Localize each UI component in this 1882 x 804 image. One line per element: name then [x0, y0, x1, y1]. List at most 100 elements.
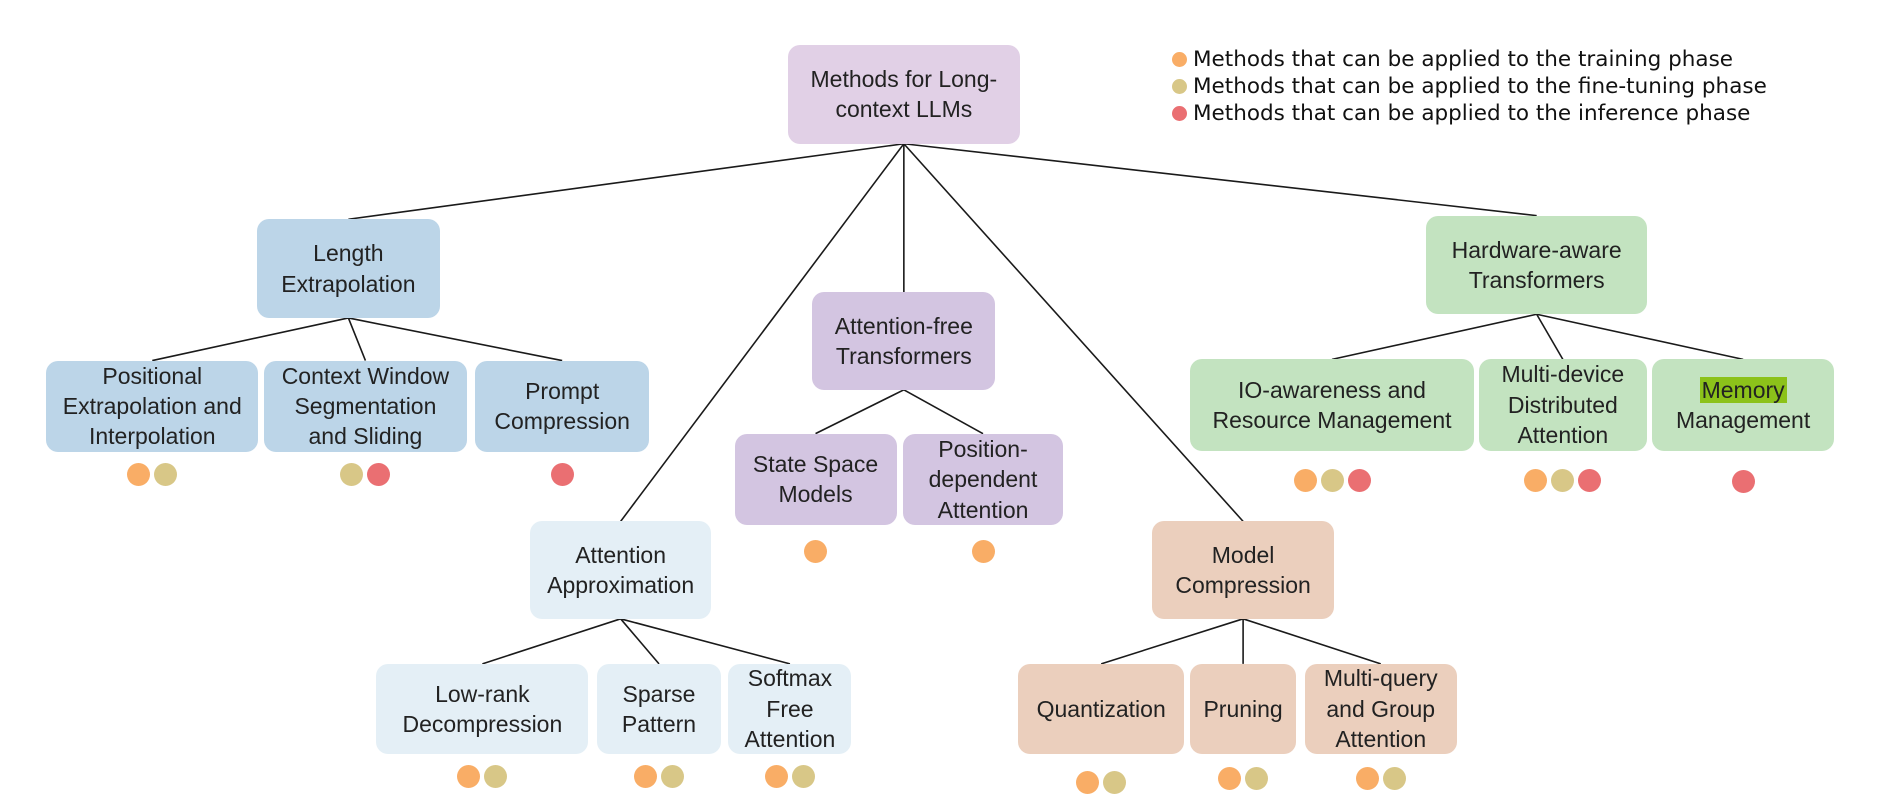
node-quantization-label: Quantization	[1036, 695, 1166, 722]
node-attention-approximation-label: Attention Approximation	[547, 541, 695, 599]
node-hardware-aware-label: Hardware-aware Transformers	[1451, 236, 1622, 293]
node-multi-device-label: Multi-device Distributed Attention	[1501, 361, 1625, 449]
legend-dot-inference	[1172, 106, 1187, 121]
node-model-compression: Model Compression	[1152, 521, 1334, 619]
edge-model-compression-to-multi-query	[1242, 618, 1381, 665]
phase-dots-memory-management	[1731, 470, 1755, 494]
legend-item-training: Methods that can be applied to the train…	[1172, 46, 1767, 73]
phase-dot-inference	[367, 462, 391, 486]
phase-dot-training	[457, 764, 481, 788]
phase-dots-io-awareness	[1293, 468, 1371, 493]
node-hardware-aware: Hardware-aware Transformers	[1426, 215, 1647, 315]
node-multi-query-label: Multi-query and Group Attention	[1323, 665, 1438, 753]
node-context-window-label: Context Window Segmentation and Sliding	[281, 362, 450, 450]
phase-dot-fine-tuning	[1551, 468, 1575, 492]
legend-label-fine-tuning: Methods that can be applied to the fine-…	[1193, 74, 1767, 99]
phase-dot-fine-tuning	[1320, 468, 1344, 492]
phase-dot-training	[634, 764, 657, 788]
node-length-extrapolation-label: Length Extrapolation	[281, 240, 416, 297]
node-prompt-compression: Prompt Compression	[475, 360, 650, 452]
phase-dot-fine-tuning	[661, 764, 684, 788]
memory-highlight-text: Memory	[1699, 376, 1787, 403]
edge-attention-free-to-position-dependent	[903, 389, 984, 435]
phase-dot-fine-tuning	[340, 462, 364, 486]
node-root-label: Methods for Long- context LLMs	[810, 66, 998, 123]
phase-dots-sparse	[634, 764, 684, 789]
edge-attention-free-to-ssm	[815, 389, 905, 435]
legend-label-training: Methods that can be applied to the train…	[1193, 47, 1733, 72]
phase-dot-training	[1076, 771, 1100, 795]
node-sparse-pattern-label: Sparse Pattern	[621, 680, 697, 737]
phase-dot-training	[971, 539, 995, 563]
phase-dots-ssm	[804, 539, 828, 564]
phase-dots-low-rank	[457, 764, 508, 789]
node-context-window: Context Window Segmentation and Sliding	[264, 360, 467, 452]
node-quantization: Quantization	[1018, 663, 1184, 755]
phase-dot-fine-tuning	[1382, 767, 1406, 791]
phase-dot-fine-tuning	[1103, 771, 1127, 795]
node-state-space-models-label: State Space Models	[752, 450, 879, 508]
phase-dot-fine-tuning	[1245, 767, 1269, 791]
legend-dot-training	[1172, 52, 1187, 67]
edge-length-extrapolation-to-context-window	[347, 317, 367, 361]
edge-root-to-attention-approx	[619, 143, 905, 522]
phase-dots-position-dependent	[971, 539, 995, 564]
phase-dot-inference	[1347, 468, 1371, 492]
phase-dot-inference	[1731, 470, 1755, 494]
node-io-awareness-label: IO-awareness and Resource Management	[1212, 376, 1452, 434]
phase-dots-softmax-free	[764, 764, 815, 789]
memory-rest-text: Management	[1675, 407, 1811, 434]
phase-dots-multi-query	[1355, 767, 1406, 791]
edge-attention-approx-to-low-rank	[482, 618, 621, 665]
node-pruning: Pruning	[1190, 663, 1297, 755]
edge-hardware-aware-to-multi-device	[1535, 313, 1564, 360]
node-length-extrapolation: Length Extrapolation	[257, 219, 440, 318]
node-positional-extrapolation-label: Positional Extrapolation and Interpolati…	[62, 362, 242, 450]
node-low-rank: Low-rank Decompression	[376, 663, 589, 755]
node-positional-extrapolation: Positional Extrapolation and Interpolati…	[46, 360, 259, 452]
node-pruning-label: Pruning	[1203, 695, 1283, 722]
node-softmax-free: Softmax Free Attention	[728, 663, 852, 755]
node-position-dependent-label: Position- dependent Attention	[928, 435, 1038, 523]
edge-attention-approx-to-softmax-free	[620, 618, 791, 665]
phase-dots-prompt-compression	[550, 462, 574, 487]
node-attention-free: Attention-free Transformers	[812, 292, 996, 390]
legend-item-fine-tuning: Methods that can be applied to the fine-…	[1172, 73, 1767, 100]
phase-dot-inference	[550, 462, 574, 486]
node-io-awareness: IO-awareness and Resource Management	[1190, 359, 1474, 451]
node-attention-approximation: Attention Approximation	[529, 521, 712, 619]
edge-root-to-length-extrapolation	[348, 142, 904, 221]
node-model-compression-label: Model Compression	[1175, 541, 1311, 599]
node-attention-free-label: Attention-free Transformers	[834, 312, 973, 370]
phase-dot-inference	[1578, 468, 1602, 492]
phase-dots-pruning	[1218, 767, 1269, 791]
edge-hardware-aware-to-io-awareness	[1331, 313, 1537, 361]
node-root: Methods for Long- context LLMs	[788, 45, 1020, 144]
phase-dot-training	[804, 539, 828, 563]
phase-dot-training	[127, 462, 151, 486]
phase-dot-training	[1355, 767, 1379, 791]
phase-dots-quantization	[1076, 771, 1127, 795]
phase-dots-positional	[127, 462, 178, 487]
edge-length-extrapolation-to-prompt-compression	[348, 317, 563, 362]
node-multi-device: Multi-device Distributed Attention	[1478, 359, 1647, 451]
node-state-space-models: State Space Models	[734, 433, 897, 525]
phase-dot-training	[764, 764, 788, 788]
node-sparse-pattern: Sparse Pattern	[596, 663, 722, 755]
phase-dots-context-window	[340, 462, 391, 487]
phase-dot-training	[1524, 468, 1548, 492]
edge-root-to-model-compression	[903, 143, 1244, 522]
phase-dot-fine-tuning	[791, 764, 815, 788]
node-low-rank-label: Low-rank Decompression	[402, 680, 563, 737]
phase-dots-multi-device	[1524, 468, 1602, 493]
node-position-dependent: Position- dependent Attention	[902, 433, 1064, 525]
edge-attention-approx-to-sparse	[620, 618, 660, 665]
phase-dot-training	[1218, 767, 1242, 791]
legend: Methods that can be applied to the train…	[1172, 46, 1767, 127]
node-prompt-compression-label: Prompt Compression	[494, 377, 630, 435]
edge-hardware-aware-to-memory-management	[1536, 313, 1744, 361]
